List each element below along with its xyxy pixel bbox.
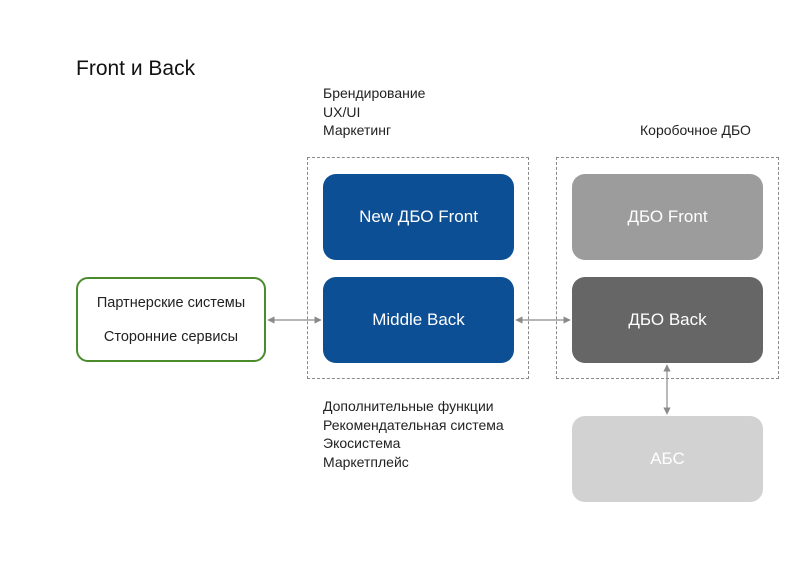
- dbo-front-box: ДБО Front: [572, 174, 763, 260]
- page-title: Front и Back: [76, 57, 196, 80]
- dbo-back-box: ДБО Back: [572, 277, 763, 363]
- note-uxui: UX/UI: [323, 103, 361, 120]
- top-notes: Брендирование UX/UI Маркетинг: [323, 84, 425, 140]
- partner-systems-label: Партнерские системы: [96, 294, 246, 311]
- middle-back-box: Middle Back: [323, 277, 514, 363]
- partner-systems-box: Партнерские системы Сторонние сервисы: [76, 277, 266, 362]
- boxed-dbo-label: Коробочное ДБО: [640, 122, 751, 138]
- note-branding: Брендирование: [323, 85, 426, 101]
- new-dbo-front-box: New ДБО Front: [323, 174, 514, 260]
- third-party-services-label: Сторонние сервисы: [103, 328, 239, 345]
- note-marketing: Маркетинг: [323, 122, 392, 138]
- bottom-notes: Дополнительные функции Рекомендательная …: [323, 397, 504, 471]
- note-marketplace: Маркетплейс: [323, 453, 409, 470]
- note-ecosystem: Экосистема: [323, 435, 401, 451]
- new-stack-group: [307, 157, 529, 379]
- note-recommendation-system: Рекомендательная система: [323, 416, 504, 433]
- note-extra-functions: Дополнительные функции: [323, 398, 494, 414]
- abs-box: АБС: [572, 416, 763, 502]
